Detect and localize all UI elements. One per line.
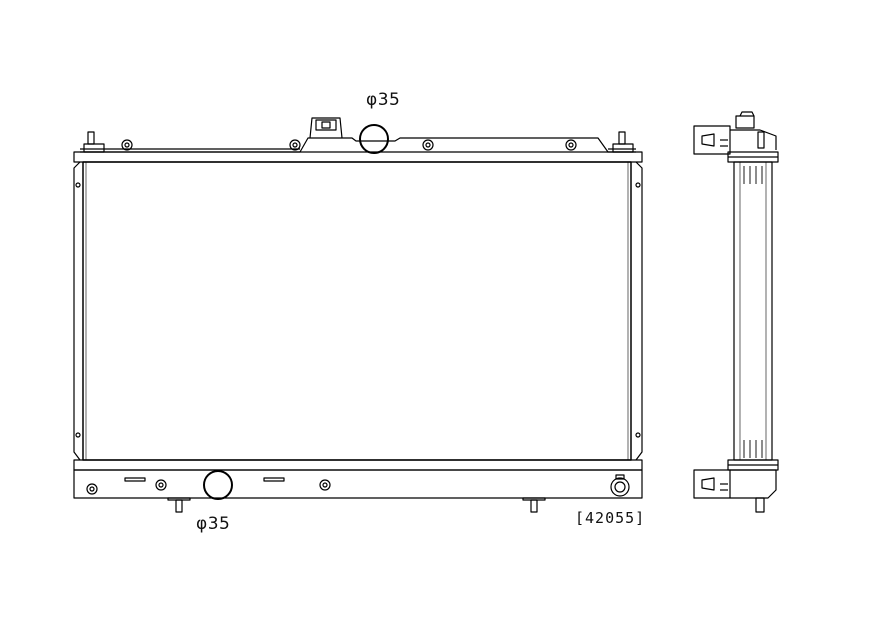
bottom-outlet-pipe <box>203 470 233 500</box>
side-view <box>693 111 779 513</box>
top-tank <box>73 137 643 163</box>
top-right-pin <box>612 131 634 153</box>
radiator-core <box>82 161 632 461</box>
left-side-bracket <box>73 161 81 461</box>
bottom-pipe-diameter-label: φ35 <box>196 514 231 534</box>
top-pipe-diameter-label: φ35 <box>366 90 401 110</box>
top-tank-bolts <box>121 139 577 151</box>
top-outlet-pipe <box>359 124 389 154</box>
bottom-tank-bolts <box>86 479 331 495</box>
top-left-pin <box>83 131 105 153</box>
drain-plug <box>610 474 630 497</box>
bottom-tank <box>73 459 643 499</box>
filler-neck <box>309 117 343 139</box>
right-side-bracket <box>635 161 643 461</box>
part-number-label: [42055] <box>575 509 646 527</box>
bottom-pins <box>167 497 546 513</box>
front-view <box>73 117 643 513</box>
